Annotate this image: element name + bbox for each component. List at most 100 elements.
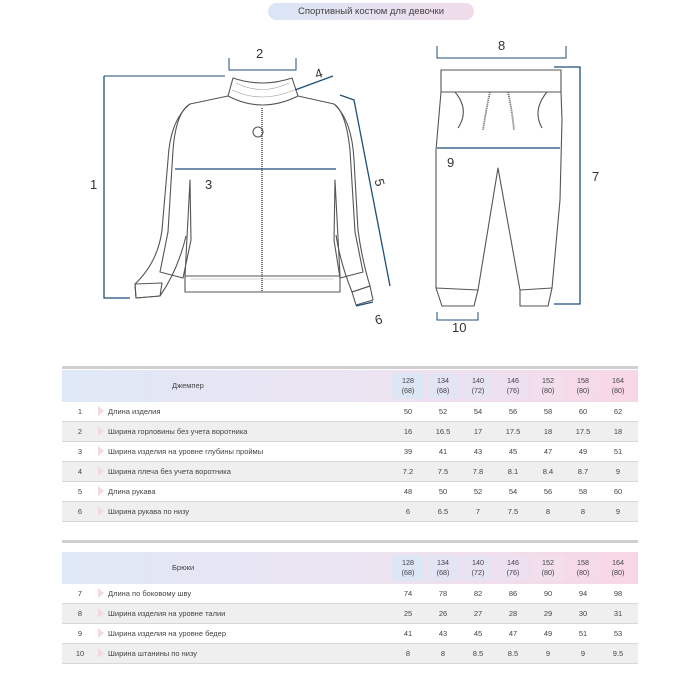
- row-number: 8: [77, 609, 83, 618]
- table-cell: 8.5: [472, 649, 484, 658]
- label-8: 8: [498, 38, 506, 53]
- table-cell: 56: [508, 407, 518, 416]
- table-cell: 8: [580, 507, 586, 516]
- arrow-icon: [98, 446, 104, 456]
- jumper-table-header: Джемпер 128(68) 134(68) 140(72) 146(76) …: [62, 370, 638, 402]
- table-cell: 9: [615, 507, 621, 516]
- table-cell: 94: [578, 589, 588, 598]
- row-number: 2: [77, 427, 83, 436]
- table-cell: 50: [403, 407, 413, 416]
- row-number: 1: [77, 407, 83, 416]
- table-cell: 27: [473, 609, 483, 618]
- table-cell: 9.5: [612, 649, 624, 658]
- size-header: 164(80): [602, 555, 634, 581]
- table-cell: 41: [438, 447, 448, 456]
- table-cell: 52: [438, 407, 448, 416]
- pants-header-label: Брюки: [172, 563, 195, 572]
- arrow-icon: [98, 466, 104, 476]
- table-cell: 86: [508, 589, 518, 598]
- table-cell: 6: [405, 507, 411, 516]
- size-header: 152(80): [532, 373, 564, 399]
- table-cell: 39: [403, 447, 413, 456]
- table-cell: 8: [440, 649, 446, 658]
- size-header: 146(76): [497, 373, 529, 399]
- arrow-icon: [98, 628, 104, 638]
- table-cell: 28: [508, 609, 518, 618]
- table-cell: 49: [543, 629, 553, 638]
- label-9: 9: [447, 155, 455, 170]
- size-header: 134(68): [427, 373, 459, 399]
- table-cell: 51: [578, 629, 588, 638]
- size-header: 164(80): [602, 373, 634, 399]
- table-cell: 7.5: [437, 467, 449, 476]
- table-cell: 8.7: [577, 467, 589, 476]
- table-cell: 7.8: [472, 467, 484, 476]
- size-header: 158(80): [567, 373, 599, 399]
- table-cell: 56: [543, 487, 553, 496]
- table-cell: 60: [578, 407, 588, 416]
- measurement-label: Ширина изделия на уровне талии: [108, 609, 226, 618]
- row-number: 3: [77, 447, 83, 456]
- table-cell: 43: [438, 629, 448, 638]
- table-cell: 47: [508, 629, 518, 638]
- measurement-label: Ширина плеча без учета воротника: [108, 467, 231, 476]
- table-cell: 60: [613, 487, 623, 496]
- label-2: 2: [256, 46, 264, 61]
- size-header: 140(72): [462, 373, 494, 399]
- table-cell: 62: [613, 407, 623, 416]
- table-cell: 53: [613, 629, 623, 638]
- divider-middle: [62, 540, 638, 543]
- pants-table-header: Брюки 128(68) 134(68) 140(72) 146(76) 15…: [62, 552, 638, 584]
- table-cell: 8.4: [542, 467, 554, 476]
- table-cell: 74: [403, 589, 413, 598]
- table-cell: 25: [403, 609, 413, 618]
- row-number: 10: [75, 649, 85, 658]
- table-cell: 52: [473, 487, 483, 496]
- arrow-icon: [98, 648, 104, 658]
- row-number: 9: [77, 629, 83, 638]
- table-cell: 51: [613, 447, 623, 456]
- size-header: 128(68): [392, 555, 424, 581]
- table-cell: 7.5: [507, 507, 519, 516]
- table-cell: 16: [403, 427, 413, 436]
- table-cell: 30: [578, 609, 588, 618]
- size-header: 140(72): [462, 555, 494, 581]
- measurement-label: Ширина штанины по низу: [108, 649, 198, 658]
- table-cell: 8: [405, 649, 411, 658]
- table-cell: 7.2: [402, 467, 414, 476]
- table-cell: 45: [473, 629, 483, 638]
- table-cell: 54: [508, 487, 518, 496]
- table-cell: 41: [403, 629, 413, 638]
- measurement-label: Длина рукава: [108, 487, 156, 496]
- pants-table: Брюки 128(68) 134(68) 140(72) 146(76) 15…: [62, 552, 638, 664]
- arrow-icon: [98, 486, 104, 496]
- table-cell: 8: [545, 507, 551, 516]
- row-number: 7: [77, 589, 83, 598]
- divider-top: [62, 366, 638, 369]
- table-cell: 78: [438, 589, 448, 598]
- table-cell: 7: [475, 507, 481, 516]
- jumper-header-label: Джемпер: [172, 381, 204, 390]
- pants-sketch: [435, 69, 563, 307]
- measurement-label: Длина изделия: [108, 407, 161, 416]
- row-number: 5: [77, 487, 83, 496]
- arrow-icon: [98, 588, 104, 598]
- table-cell: 26: [438, 609, 448, 618]
- table-cell: 54: [473, 407, 483, 416]
- garment-diagram: [103, 46, 581, 321]
- table-cell: 8.1: [507, 467, 519, 476]
- table-cell: 31: [613, 609, 623, 618]
- table-cell: 18: [613, 427, 623, 436]
- page-title: Спортивный костюм для девочки: [268, 3, 474, 20]
- table-cell: 9: [615, 467, 621, 476]
